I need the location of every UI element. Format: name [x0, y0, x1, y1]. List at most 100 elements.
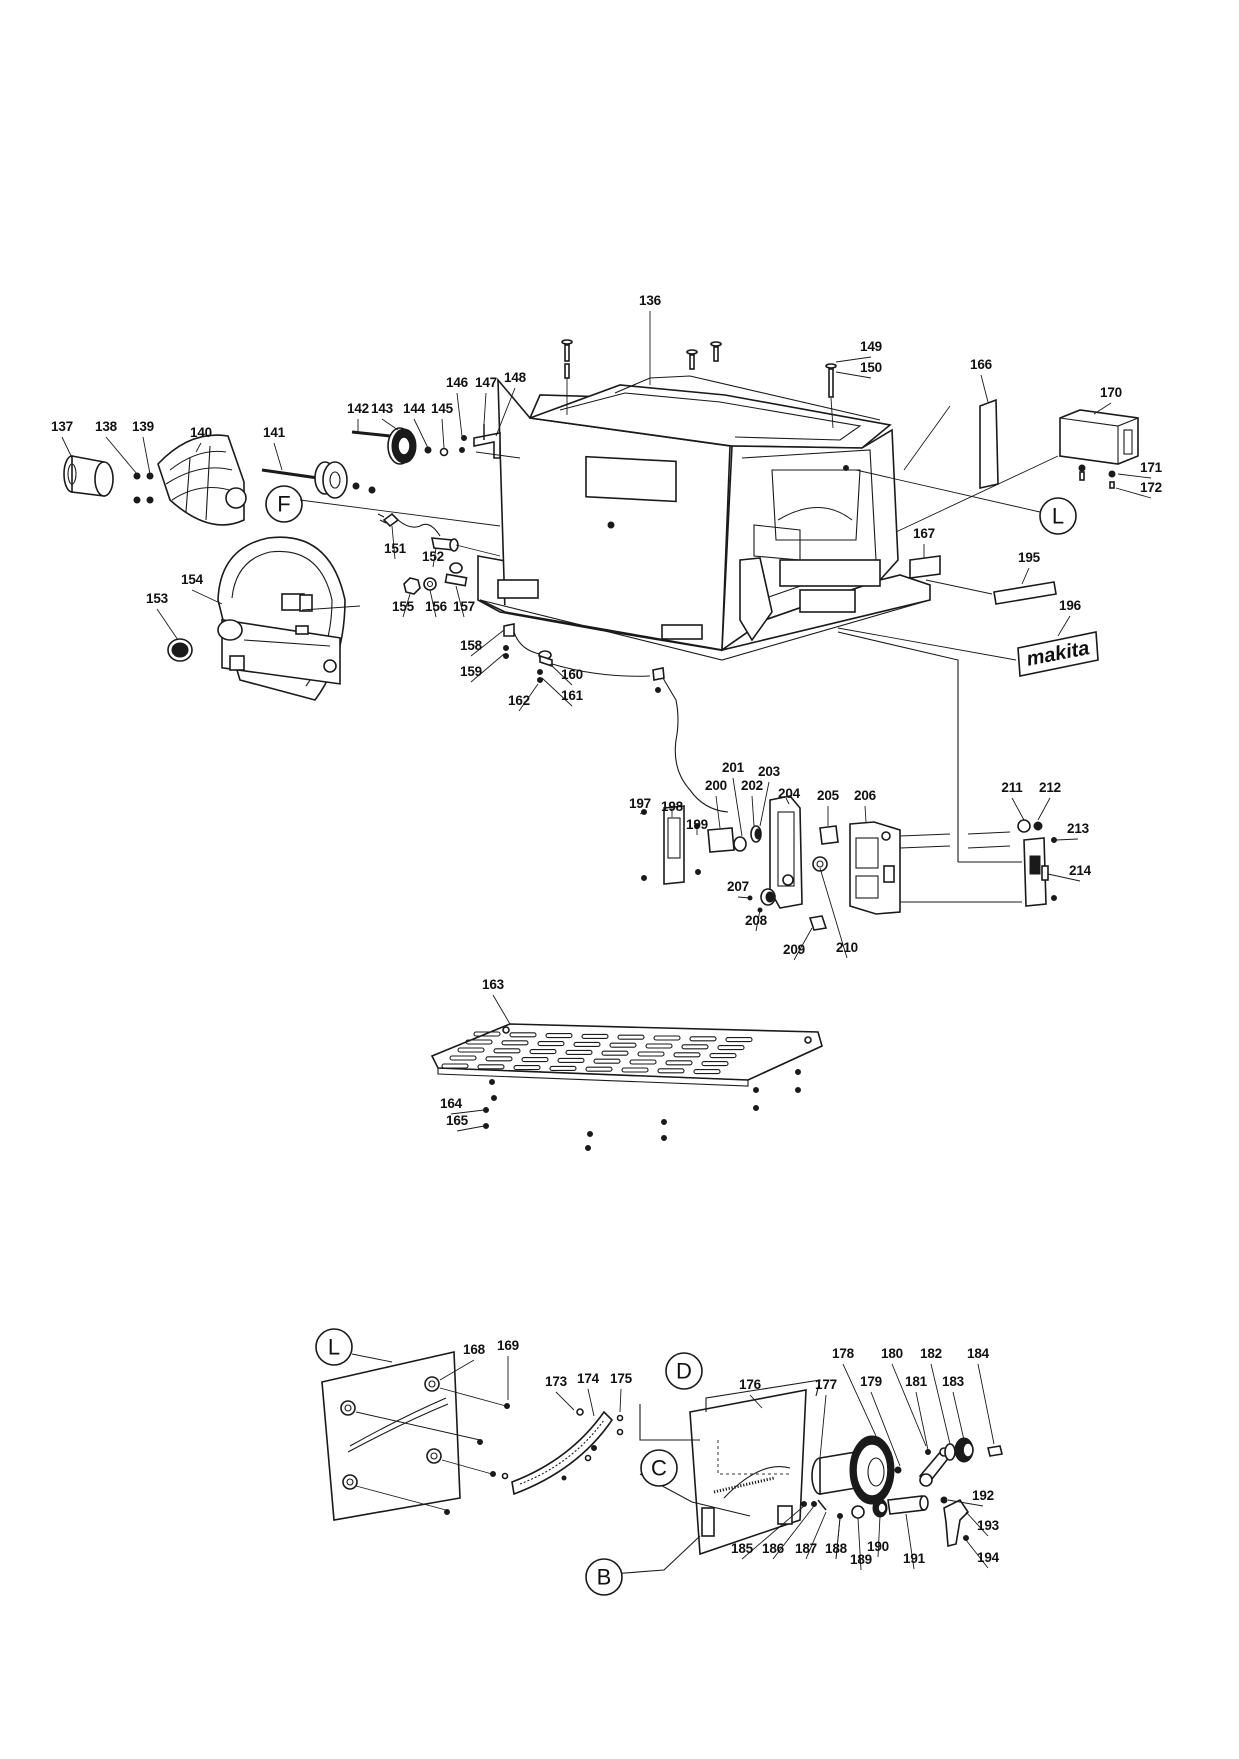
leader-line-157: [455, 585, 465, 618]
leader-line-191: [905, 1513, 915, 1570]
part-label-198: 198: [661, 799, 684, 814]
leader-line-161: [541, 677, 573, 707]
callouts: F L L D C B: [265, 485, 1077, 1596]
leader-line-147: [483, 392, 487, 425]
leader-line-208: [755, 909, 761, 932]
part-label-204: 204: [778, 786, 801, 801]
part-label-150: 150: [860, 360, 882, 375]
leader-line-172: [1115, 487, 1152, 499]
leader-line-163: [492, 994, 511, 1025]
part-label-160: 160: [561, 667, 583, 682]
leader-line-150: [835, 371, 872, 379]
part-label-203: 203: [758, 764, 781, 779]
ventilation-slot: [725, 1037, 753, 1043]
svg-text:L: L: [1052, 504, 1064, 529]
ventilation-slot: [465, 1039, 493, 1045]
leader-line-166: [980, 374, 989, 403]
part-label-214: 214: [1069, 863, 1092, 878]
label-167: [909, 555, 941, 579]
power-cord-151: [377, 512, 501, 557]
part-label-162: 162: [508, 693, 530, 708]
leader-line-152: [432, 547, 437, 568]
ventilation-slot: [501, 1040, 529, 1046]
leader-line-158: [470, 629, 505, 657]
ventilation-slot: [653, 1035, 681, 1041]
ventilation-slot: [581, 1033, 609, 1039]
part-label-167: 167: [913, 526, 935, 541]
ventilation-slot: [545, 1033, 573, 1039]
ventilation-slot: [441, 1063, 469, 1069]
leader-line-170: [1093, 402, 1112, 415]
ventilation-slot: [477, 1064, 505, 1070]
leader-line-156: [429, 589, 437, 618]
part-label-213: 213: [1067, 821, 1090, 836]
panel-166: [903, 398, 999, 489]
leader-line-213: [1055, 838, 1079, 841]
ventilation-slot: [629, 1059, 657, 1065]
svg-text:L: L: [328, 1335, 340, 1360]
leader-line-185: [741, 1505, 805, 1560]
part-label-163: 163: [482, 977, 505, 992]
part-label-179: 179: [860, 1374, 882, 1389]
ventilation-slot: [557, 1057, 585, 1063]
part-label-172: 172: [1140, 480, 1162, 495]
part-label-157: 157: [453, 599, 475, 614]
leader-line-202: [751, 795, 755, 827]
leader-line-164: [450, 1109, 485, 1115]
leader-line-141: [273, 442, 283, 471]
part-label-185: 185: [731, 1541, 754, 1556]
part-label-210: 210: [836, 940, 858, 955]
ventilation-slot: [449, 1055, 477, 1061]
ventilation-slot: [689, 1036, 717, 1042]
part-label-139: 139: [132, 419, 154, 434]
hardware-155-157: [403, 562, 468, 595]
part-label-141: 141: [263, 425, 286, 440]
clips-158-162: [503, 623, 729, 813]
leader-line-138: [105, 436, 138, 475]
ventilation-slot: [493, 1048, 521, 1054]
part-label-183: 183: [942, 1374, 965, 1389]
leader-line-160: [549, 663, 573, 686]
leader-line-210: [819, 867, 848, 959]
part-label-199: 199: [686, 817, 708, 832]
leader-line-175: [619, 1388, 622, 1413]
leader-line-200: [715, 795, 721, 829]
callout-L-bottom: L: [315, 1328, 353, 1366]
leader-line-176: [749, 1394, 763, 1409]
callout-F: F: [265, 485, 303, 523]
leader-line-159: [470, 653, 505, 683]
ventilation-slot: [509, 1032, 537, 1038]
cabinet-136: [477, 375, 931, 661]
ventilation-slot: [657, 1068, 685, 1074]
leader-line-209: [793, 927, 813, 961]
leader-line-187: [805, 1511, 827, 1560]
part-label-176: 176: [739, 1377, 762, 1392]
plate-screws: [483, 1069, 801, 1151]
leader-line-148: [495, 387, 516, 437]
ventilation-slot: [617, 1034, 645, 1040]
part-label-146: 146: [446, 375, 469, 390]
screws-138-139: [133, 472, 154, 504]
part-label-191: 191: [903, 1551, 926, 1566]
part-label-193: 193: [977, 1518, 1000, 1533]
part-label-164: 164: [440, 1096, 463, 1111]
part-label-180: 180: [881, 1346, 903, 1361]
callout-D: D: [665, 1352, 703, 1390]
leader-line-183: [952, 1391, 965, 1441]
part-label-152: 152: [422, 549, 444, 564]
leader-line-137: [61, 436, 73, 459]
callout-C: C: [640, 1449, 678, 1487]
leader-line-168: [439, 1359, 475, 1381]
leader-line-146: [456, 392, 463, 437]
ventilation-slot: [473, 1031, 501, 1037]
part-label-151: 151: [384, 541, 407, 556]
leader-line-194: [965, 1539, 989, 1569]
leader-line-184: [977, 1363, 995, 1445]
part-label-200: 200: [705, 778, 727, 793]
leader-line-139: [142, 436, 151, 475]
part-label-137: 137: [51, 419, 73, 434]
leader-line-211: [1011, 797, 1025, 821]
leader-line-212: [1037, 797, 1051, 821]
